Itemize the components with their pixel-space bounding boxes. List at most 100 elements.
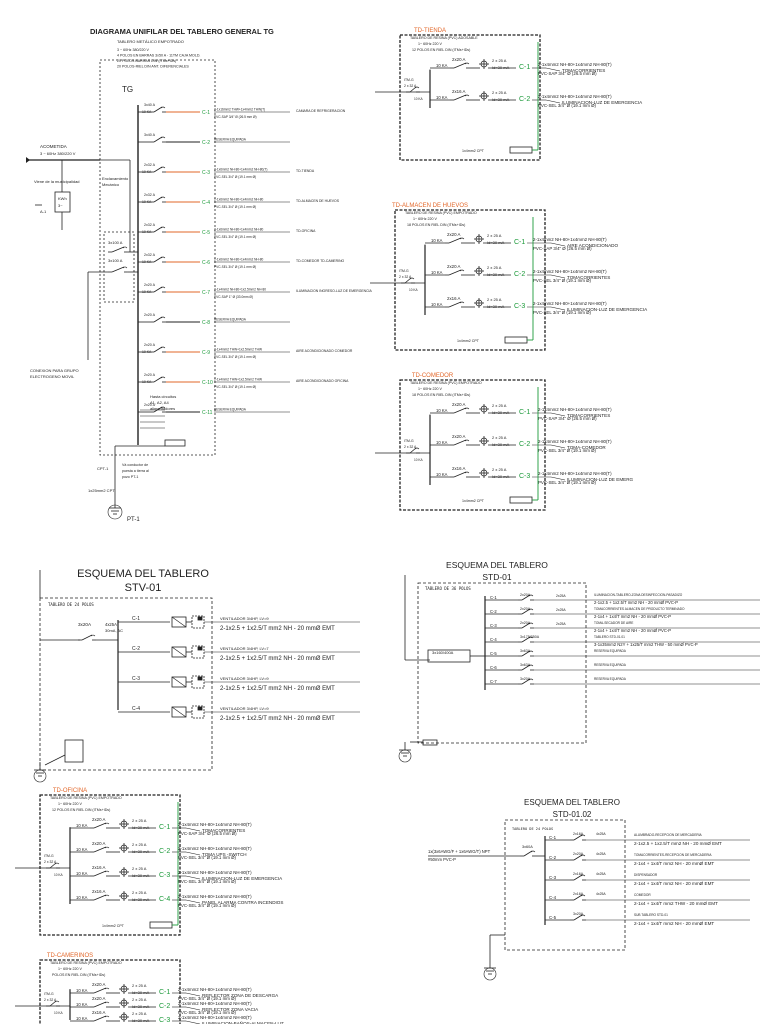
circuit-breaker-rating: 2x32 A (144, 253, 156, 257)
ground-pit-icon (398, 749, 412, 763)
breaker-arc (409, 277, 415, 280)
conduit-spec: PVC-SEL 3/4" Ø (19.1 mm Ø) (214, 265, 256, 269)
circuit-id: C-3 (159, 1017, 170, 1024)
breaker-arc (528, 636, 534, 639)
breaker-contact (93, 1001, 107, 1008)
breaker-arc (459, 269, 465, 272)
circuit-destination: TOMACORRIENTES (567, 413, 610, 418)
breaker-contact (523, 850, 533, 857)
differential-rating: 2 x 25 A (492, 58, 507, 63)
panel-subtitle: TABLERO DE RESINA (PVC) EMPOTRADO (50, 796, 122, 800)
breaker-contact (153, 286, 163, 293)
circuit-destination: REFLECTOR ZONA DE DESCARGA (202, 993, 279, 998)
cable-spec: 2-1x4 + 1x4/T mm2 NH - 20 mmØ EMT (634, 921, 714, 926)
differential-switch-icon (479, 404, 489, 414)
differential-rating: 2 x 25 A (492, 90, 507, 95)
circuit-destination: VENTILADOR 3/4HP, LV=9 (220, 616, 269, 621)
circuit-destination: RESERVA EQUIPADA (594, 663, 627, 667)
std01-code: STD-01 (482, 572, 512, 582)
tg-diagram: DIAGRAMA UNIFILAR DEL TABLERO GENERAL TG… (26, 27, 372, 523)
main-breaker-label: 3x100 A (108, 258, 123, 263)
breaker-arc (580, 834, 586, 837)
breaker-arc (528, 678, 534, 681)
differential-rating: 2x25A (556, 594, 566, 598)
circuit-breaker-rating: 2x20 A (144, 403, 156, 407)
differential-switch-icon (119, 867, 129, 877)
differential-sensitivity: Id=30 mA (132, 1004, 150, 1009)
leader-line (550, 242, 566, 247)
itm-label: ITM-G (44, 854, 54, 858)
breaker-contact (93, 822, 107, 829)
circuit-breaker-rating: 2x16 A (92, 889, 105, 894)
circuit-id: C-5 (549, 915, 557, 920)
differential-switch-icon (119, 1012, 129, 1022)
circuit-id: C-3 (514, 303, 525, 310)
circuit-id: C-8 (202, 320, 210, 326)
conduit-spec: PVC-SEL 3/4" Ø (19.1 mm Ø) (178, 879, 237, 884)
itm-rating: 2 x 32 A (404, 445, 417, 449)
panel-poles: 18 POLOS EN RIEL DIN (ITMs+IDs) (412, 393, 470, 397)
differential-rating: 2 x 25 A (132, 866, 147, 871)
cpt-label: 1x4mm2 CPT (102, 924, 125, 928)
differential-rating: 2 x 25 A (132, 983, 147, 988)
leader-line (545, 67, 561, 72)
meter-label: KWh (58, 196, 67, 201)
differential-sensitivity: 30mA, AC (105, 628, 123, 633)
generator-label: ELECTROGENO MOVIL (30, 374, 75, 379)
ground-terminal (149, 921, 173, 929)
itm-rating: 2 x 32 A (404, 84, 417, 88)
differential-sensitivity: Id=30 mA (492, 65, 510, 70)
breaker-arc (580, 914, 586, 917)
cpt-cable: 1x25mm2 CPT (88, 488, 115, 493)
circuit-destination: ILUMINACION-TABLERO-ZONA DESINFECCION-PA… (594, 593, 683, 597)
breaker-arc (160, 106, 166, 109)
circuit-destination: ILUMINACION-LUZ DE EMERGENCIA (562, 100, 643, 105)
circuit-id: C-2 (514, 271, 525, 278)
cable-spec: RESERVA EQUIPADA (214, 318, 247, 322)
circuit-ka: 10 KA (436, 472, 448, 477)
std0102-code: STD-01.02 (553, 810, 592, 819)
circuit-breaker-rating: 2x20 A (447, 232, 460, 237)
main-breaker-label: 3x20A (78, 622, 92, 627)
cable-spec: 2-1x4mm2 NH-80+1x4mm2 NH-80(T) (533, 237, 607, 242)
differential-rating: 2 x 25 A (132, 818, 147, 823)
cable-spec: 2-1x4mm2 THW+1x2.5mm2 THW (214, 378, 262, 382)
circuit-ka: 10 KA (436, 408, 448, 413)
tg-title: DIAGRAMA UNIFILAR DEL TABLERO GENERAL TG (90, 27, 274, 36)
conduit-spec: PVC-SAP 3/4" Ø (26.5 mm Ø) (214, 115, 257, 119)
municipality-note: Viene de la municipalidad (34, 179, 80, 184)
conduit-spec: PVC-SEL 3/4" Ø (19.1 mm Ø) (538, 448, 597, 453)
circuit-ka: 10 KA (76, 1002, 88, 1007)
circuit-id: C-1 (159, 989, 170, 996)
stv-ground-icon (34, 762, 46, 777)
conduit-spec: PVC-SAP 3/4" Ø (26.5 mm Ø) (538, 71, 597, 76)
circuit-breaker-rating: 2x20 A (92, 996, 105, 1001)
conduit-spec: PVC-SAP 1" Ø (33.0mm Ø) (214, 295, 253, 299)
circuit-breaker-rating: 2x20 A (92, 982, 105, 987)
panel-name: TD-ALMACEN DE HUEVOS (392, 203, 468, 209)
cpt-label: 1x4mm2 CPT (462, 149, 485, 153)
circuit-breaker-rating: 2x20 A (144, 343, 156, 347)
breaker-arc (160, 316, 166, 319)
breaker-contact (453, 439, 467, 446)
pt-note: pozo PT-1 (122, 475, 138, 479)
circuit-id: C-7 (202, 290, 210, 296)
differential-rating: 2 x 25 A (487, 297, 502, 302)
breaker-arc (459, 301, 465, 304)
circuit-breaker-rating: 2x32 A (144, 193, 156, 197)
circuit-destination: TOMACORRIENTES ALMACEN DE PRODUCTO TERMI… (594, 607, 685, 611)
circuit-breaker-rating: 2x20A (573, 852, 584, 856)
cable-spec: 2-1x4mm2 NH-80+1x4mm2 NH-80(T) (538, 471, 612, 476)
